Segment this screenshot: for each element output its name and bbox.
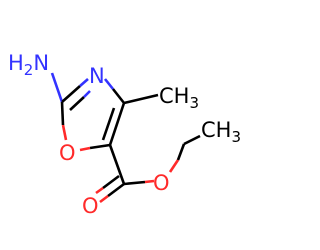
bond-oester-ch2 (176, 143, 186, 161)
molecule-structure: H2N N O CH3 O O CH3 (8, 51, 241, 218)
bonds (50, 72, 201, 204)
bond-c2-n3-b-blue (83, 90, 91, 98)
bond-cc-o-b (102, 174, 120, 190)
bond-c4-c5-b (101, 107, 116, 141)
bond-ch2-ch3 (183, 134, 201, 146)
bond-c2-n3-a-blue (79, 78, 89, 87)
bond-oester-ch2-red (168, 159, 180, 173)
bond-cc-o-b-red (95, 186, 104, 195)
bond-n3-c4-blue (103, 78, 115, 90)
bond-cc-oester (123, 180, 146, 186)
molecule-canvas: H2N N O CH3 O O CH3 (8, 51, 242, 218)
bond-o1-c2 (60, 101, 65, 126)
bond-c5-o1-red (79, 146, 91, 152)
bond-cc-oester-red (144, 179, 155, 184)
bond-c2-n3-b (69, 96, 85, 111)
bond-cc-o-a-red (99, 194, 109, 204)
atom-labels: H2N N O CH3 O O CH3 (8, 51, 241, 218)
ring-nitrogen-label: N (89, 64, 105, 88)
carbonyl-oxygen-label: O (82, 194, 99, 218)
ester-oxygen-label: O (153, 171, 170, 195)
bond-cc-o-a (107, 182, 125, 198)
bond-c5-o1 (89, 143, 111, 150)
bond-c2-n3-a (61, 85, 81, 103)
bond-n3-c4 (111, 88, 126, 104)
ring-oxygen-label: O (59, 141, 76, 165)
methyl-label: CH3 (159, 84, 199, 112)
bond-c4-c5-a (108, 102, 126, 146)
bond-c5-cc (108, 144, 126, 185)
bond-c4-ch3 (123, 93, 159, 105)
amine-label: H2N (8, 51, 49, 79)
bond-c2-nh2 (50, 72, 64, 103)
ethyl-methyl-label: CH3 (201, 118, 241, 146)
bond-o1-c2-red (61, 124, 68, 141)
